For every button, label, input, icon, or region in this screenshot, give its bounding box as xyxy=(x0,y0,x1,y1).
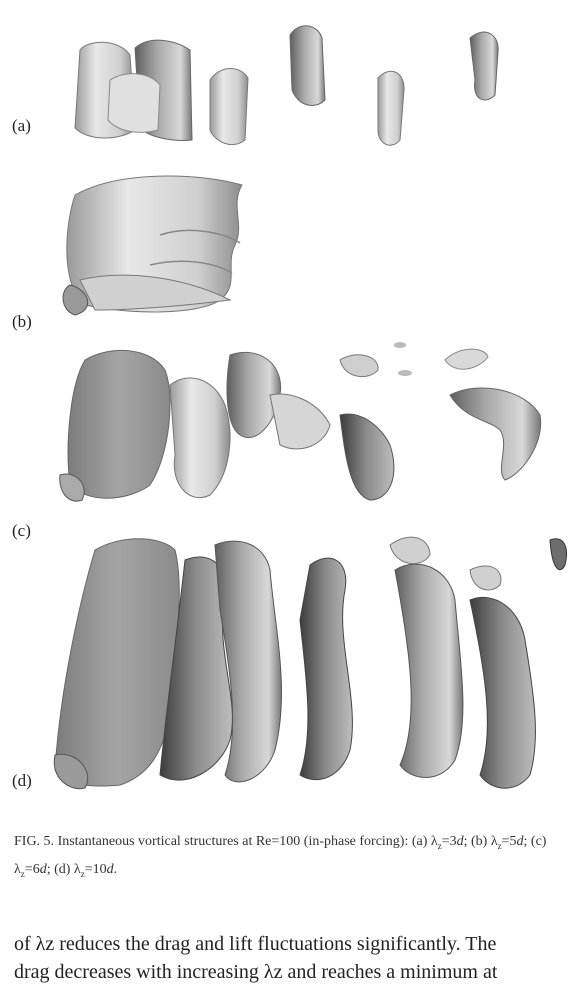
figure-caption: FIG. 5. Instantaneous vortical structure… xyxy=(14,830,562,886)
caption-item-d: (d) λz=10d. xyxy=(54,861,118,879)
body-line-1: of λz reduces the drag and lift fluctuat… xyxy=(14,933,497,955)
body-paragraph: of λz reduces the drag and lift fluctuat… xyxy=(14,930,573,986)
panel-label-c: (c) xyxy=(12,521,31,540)
body-line-2: drag decreases with increasing λz and re… xyxy=(14,961,498,983)
caption-prefix: FIG. 5. xyxy=(14,834,55,849)
caption-item-a: (a) λz=3d; xyxy=(411,834,471,851)
panel-label-a: (a) xyxy=(12,116,31,135)
panel-label-d: (d) xyxy=(12,771,32,790)
panel-d-image xyxy=(53,536,567,790)
caption-text: Instantaneous vortical structures at Re=… xyxy=(57,834,409,849)
caption-item-b: (b) λz=5d; xyxy=(471,834,531,851)
panel-c-image xyxy=(59,342,542,502)
panel-b-image xyxy=(62,175,243,316)
panel-label-b: (b) xyxy=(12,312,32,331)
caption-item-c: (c) λz=6d; xyxy=(14,834,547,879)
panel-a-image xyxy=(74,25,499,146)
